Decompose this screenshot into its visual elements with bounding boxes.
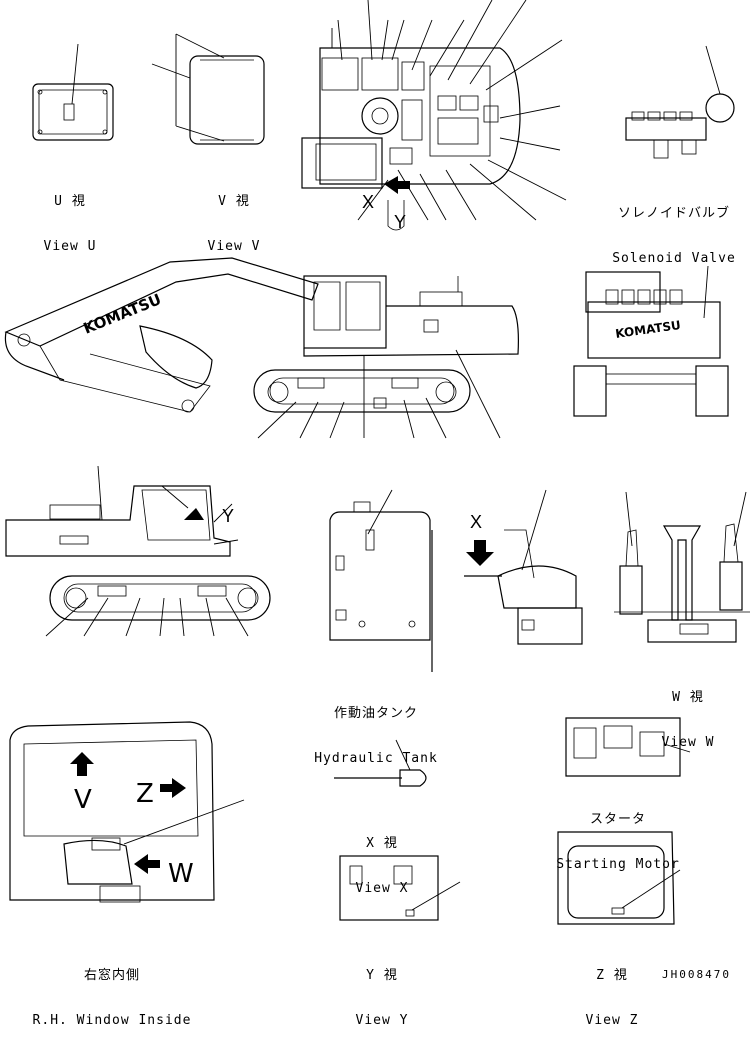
- rear-brand-text: KOMATSU: [614, 318, 681, 341]
- caption-solenoid-valve-jp: ソレノイドバルブ: [617, 206, 730, 221]
- caption-view-z: Z 視 View Z: [562, 938, 662, 1043]
- marker-w-cab: W: [168, 859, 194, 889]
- starting-motor-drawing: [565, 717, 691, 777]
- hydraulic-tank-drawing: [329, 489, 433, 672]
- caption-solenoid-valve: ソレノイドバルブ Solenoid Valve: [604, 176, 744, 281]
- caption-view-x-en: View X: [355, 881, 409, 896]
- caption-view-u-en: View U: [43, 239, 97, 254]
- caption-view-v: V 視 View V: [184, 164, 284, 269]
- view-y-drawing: [339, 855, 461, 921]
- caption-window-inside-en: R.H. Window Inside: [32, 1013, 192, 1028]
- caption-view-z-en: View Z: [585, 1013, 639, 1028]
- caption-hydraulic-tank: 作動油タンク Hydraulic Tank: [304, 676, 448, 781]
- caption-view-y-en: View Y: [355, 1013, 409, 1028]
- caption-view-y: Y 視 View Y: [334, 938, 430, 1043]
- view-x-drawing: [334, 739, 427, 787]
- view-w-drawing: [614, 491, 750, 643]
- view-x-tank-drawing: X: [464, 489, 583, 645]
- caption-starting-motor-en: Starting Motor: [556, 857, 680, 872]
- marker-v-cab: V: [74, 785, 92, 815]
- marker-y-side: Y: [222, 506, 234, 526]
- marker-x-tank: X: [470, 512, 482, 532]
- caption-view-z-jp: Z 視: [596, 968, 628, 983]
- right-side-view-drawing: Y: [5, 465, 271, 637]
- caption-window-inside: 右窓内側 R.H. Window Inside: [20, 938, 204, 1043]
- caption-view-w-en: View W: [661, 735, 715, 750]
- boom-brand-text: KOMATSU: [81, 290, 164, 338]
- view-u-drawing: [32, 43, 114, 141]
- diagram-canvas: KOMATSU KOMATSU: [4, 0, 750, 925]
- caption-view-w: W 視 View W: [640, 660, 736, 765]
- caption-view-v-jp: V 視: [218, 194, 250, 209]
- caption-hydraulic-tank-en: Hydraulic Tank: [314, 751, 438, 766]
- caption-view-u-jp: U 視: [54, 194, 86, 209]
- caption-solenoid-valve-en: Solenoid Valve: [612, 251, 736, 266]
- marker-x-top: X: [362, 192, 374, 212]
- side-view-drawing: KOMATSU: [4, 257, 519, 439]
- caption-view-x-jp: X 視: [366, 836, 398, 851]
- caption-view-w-jp: W 視: [672, 690, 704, 705]
- top-view-drawing: [301, 0, 567, 231]
- caption-view-v-en: View V: [207, 239, 261, 254]
- caption-view-y-jp: Y 視: [366, 968, 398, 983]
- rear-view-drawing: KOMATSU: [573, 265, 729, 417]
- caption-view-x: X 視 View X: [334, 806, 430, 911]
- caption-starting-motor: スタータ Starting Motor: [550, 782, 686, 887]
- window-inside-drawing: V Z W: [9, 721, 245, 903]
- caption-window-inside-jp: 右窓内側: [83, 968, 140, 983]
- marker-y-top: Y: [394, 212, 406, 232]
- caption-view-u: U 視 View U: [20, 164, 120, 269]
- caption-starting-motor-jp: スタータ: [589, 812, 646, 827]
- drawing-code: JH008470: [662, 968, 731, 981]
- view-v-drawing: [151, 33, 265, 145]
- view-z-drawing: [557, 831, 681, 925]
- parts-diagram-sheet: KOMATSU KOMATSU: [4, 0, 750, 1028]
- caption-hydraulic-tank-jp: 作動油タンク: [333, 706, 418, 721]
- marker-z-cab: Z: [136, 779, 154, 809]
- solenoid-valve-drawing: [625, 45, 735, 159]
